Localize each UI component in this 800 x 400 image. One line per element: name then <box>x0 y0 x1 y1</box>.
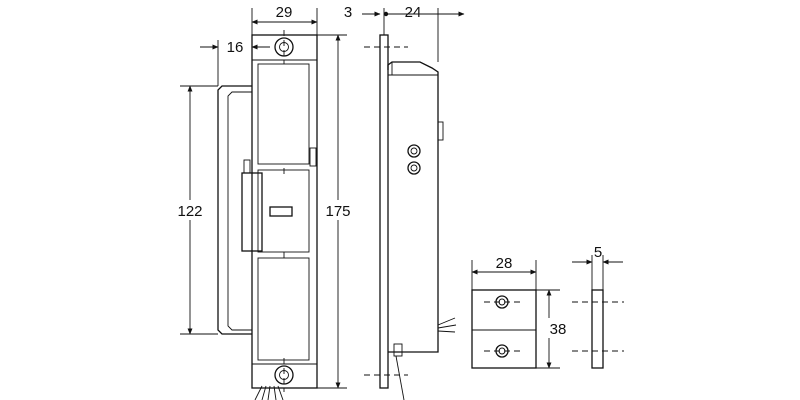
dim-side-body-depth: 24 <box>388 4 465 62</box>
wires-side <box>395 317 457 400</box>
side-view: 3 24 <box>344 4 465 400</box>
dim-plate-height: 175 <box>317 34 358 389</box>
dim-label-3: 3 <box>344 4 352 21</box>
front-view: 29 16 122 175 <box>170 4 358 400</box>
dim-spacer-thickness: 5 <box>572 244 623 290</box>
dim-spacer-height: 38 <box>536 289 575 369</box>
dim-spacer-width: 28 <box>471 255 537 290</box>
dim-keeper-height: 122 <box>170 85 218 335</box>
dim-label-38: 38 <box>550 321 567 338</box>
dim-label-5: 5 <box>594 244 602 261</box>
dim-side-plate-thickness: 3 <box>344 4 389 35</box>
keeper-bracket <box>217 85 263 335</box>
spacer-front-view: 28 38 <box>471 255 575 369</box>
dim-label-29: 29 <box>276 4 293 21</box>
dim-label-16: 16 <box>227 39 244 56</box>
dim-front-plate-width: 29 <box>251 4 318 35</box>
dim-label-24: 24 <box>405 4 422 21</box>
side-screws <box>407 144 421 175</box>
dim-keeper-offset: 16 <box>200 39 270 86</box>
dim-label-28: 28 <box>496 255 513 272</box>
dim-label-122: 122 <box>177 203 202 220</box>
dim-label-175: 175 <box>325 203 350 220</box>
wires-front <box>254 385 284 400</box>
spacer-side-view: 5 <box>572 244 624 369</box>
strike-plate <box>251 30 318 392</box>
